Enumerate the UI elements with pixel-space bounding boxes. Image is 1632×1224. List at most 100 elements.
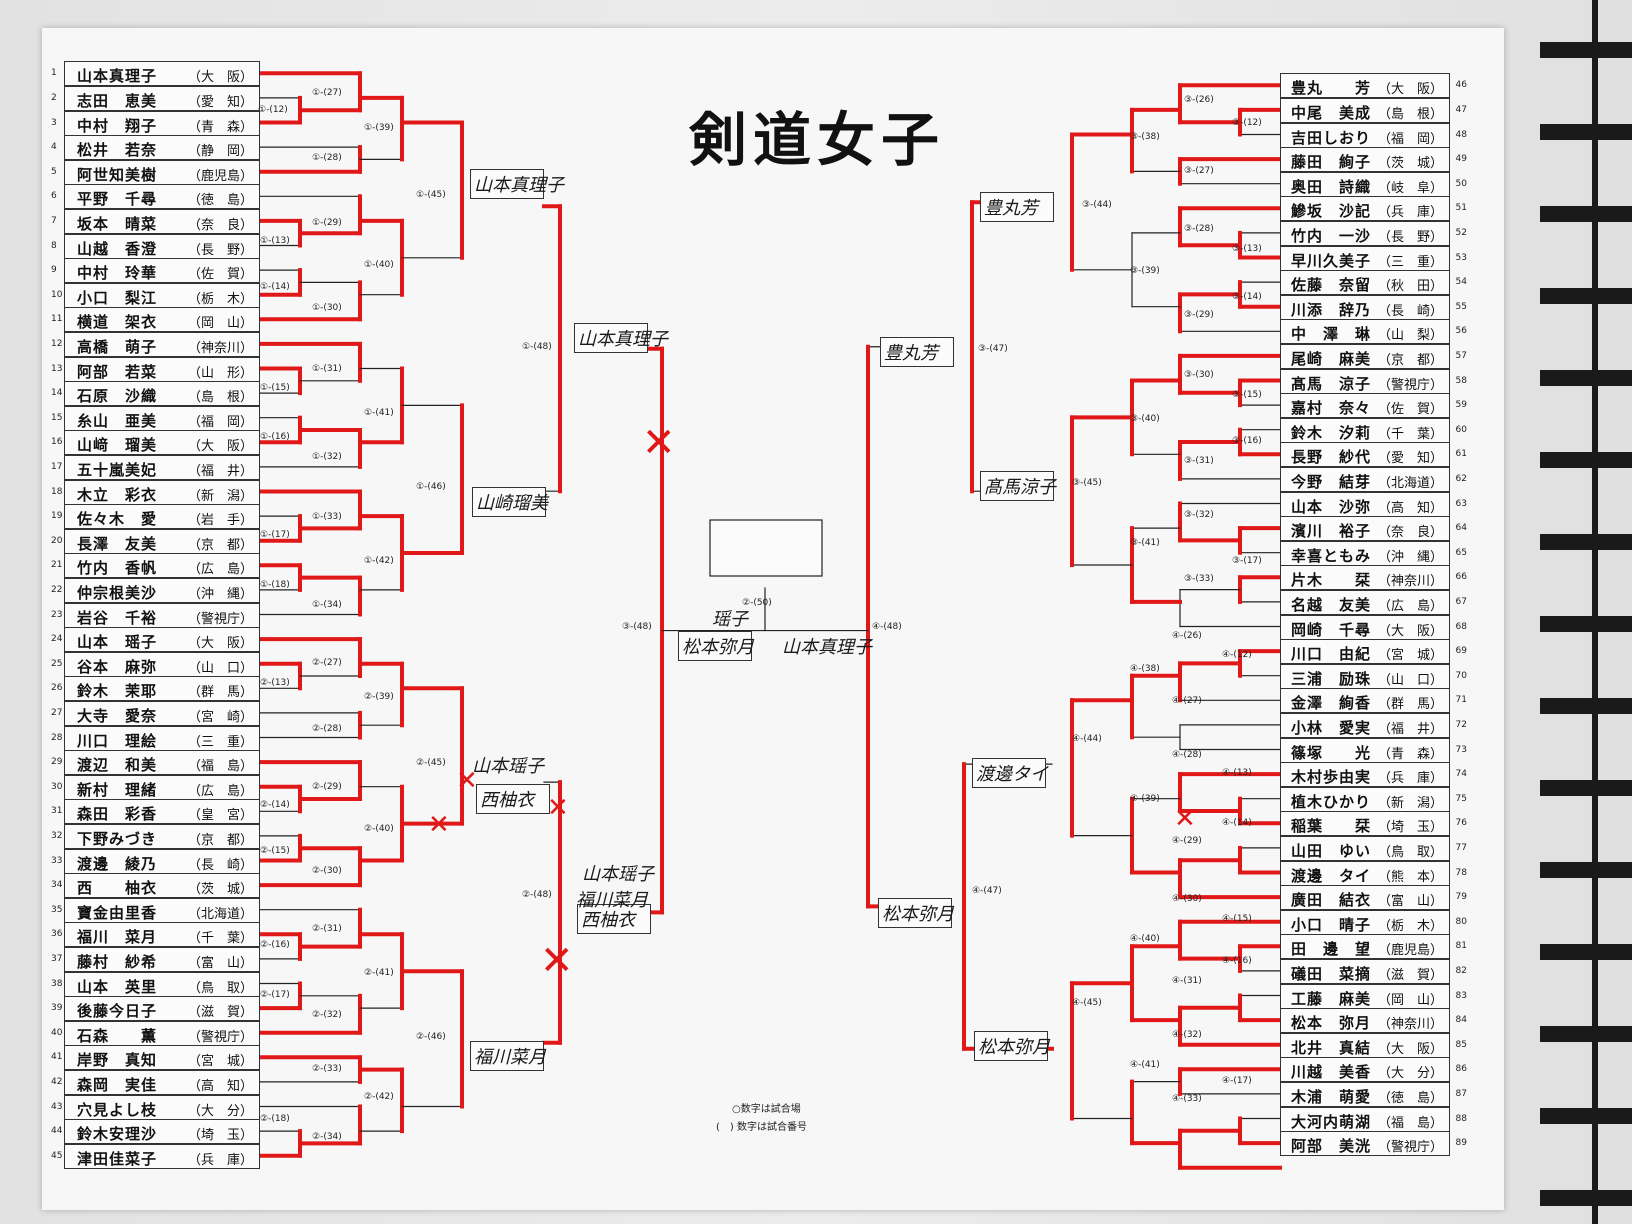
prefecture: （奈 良） (187, 217, 253, 233)
match-label: ②-(31) (312, 924, 342, 934)
entry-number: 19 (51, 511, 63, 522)
entry-number: 38 (51, 978, 63, 989)
entry-number: 49 (1455, 154, 1467, 165)
prefecture: （北海道） (1377, 475, 1443, 491)
wall-stripe (1540, 288, 1632, 304)
match-label: ④-(47) (972, 886, 1002, 896)
prefecture: （警視庁） (1377, 377, 1443, 393)
entry-number: 16 (51, 437, 63, 448)
entry-number: 22 (51, 584, 63, 595)
player-name: 谷本 麻弥 (77, 657, 158, 676)
player-name: 髙馬 涼子 (1291, 374, 1372, 393)
player-name: 糸山 亜美 (77, 411, 158, 430)
prefecture: （宮 崎） (187, 709, 253, 725)
prefecture: （大 阪） (1377, 82, 1443, 98)
match-label: ①-(32) (312, 452, 342, 462)
wall-stripes (1540, 0, 1632, 1224)
match-label: ②-(28) (312, 724, 342, 734)
player-name: 木浦 萌愛 (1291, 1087, 1372, 1106)
player-name: 鈴木 茉耶 (77, 682, 158, 701)
player-name: 森田 彩香 (77, 805, 158, 824)
entry-number: 29 (51, 757, 63, 768)
prefecture: （群 馬） (1377, 697, 1443, 713)
player-name: 渡邊 タイ (1291, 866, 1372, 885)
player-name: 藤田 絢子 (1291, 153, 1372, 172)
wall-stripe (1540, 42, 1632, 58)
player-name: 長澤 友美 (77, 534, 158, 553)
match-label: ②-(39) (364, 692, 394, 702)
player-name: 川添 辞乃 (1291, 300, 1372, 319)
player-name: 松井 若奈 (77, 141, 158, 160)
match-label: ①-(30) (312, 303, 342, 313)
match-label: ②-(16) (260, 940, 290, 950)
prefecture: （山 形） (187, 365, 253, 381)
match-label: ②-(46) (416, 1032, 446, 1042)
match-label: ④-(26) (1172, 631, 1202, 641)
entry-number: 11 (51, 314, 63, 325)
match-label: ③-(15) (1232, 390, 1262, 400)
prefecture: （岡 山） (1377, 992, 1443, 1008)
player-name: 山本 沙弥 (1291, 497, 1372, 516)
player-name: 竹内 香帆 (77, 559, 158, 578)
match-label: ③-(16) (1232, 436, 1262, 446)
prefecture: （滋 賀） (1377, 967, 1443, 983)
player-name: 中 澤 琳 (1291, 325, 1372, 344)
match-label: ④-(39) (1130, 794, 1160, 804)
match-label: ①-(39) (364, 123, 394, 133)
entry-number: 55 (1455, 301, 1467, 312)
entry-number: 54 (1455, 277, 1467, 288)
match-label: ②-(42) (364, 1092, 394, 1102)
prefecture: （徳 島） (1377, 1090, 1443, 1106)
match-label: ④-(38) (1130, 664, 1160, 674)
player-name: 小口 晴子 (1291, 915, 1372, 934)
prefecture: （愛 知） (187, 94, 253, 110)
entry-number: 56 (1455, 326, 1467, 337)
player-name: 鈴木 汐莉 (1291, 423, 1372, 442)
prefecture: （福 岡） (187, 414, 253, 430)
entry-number: 88 (1455, 1113, 1467, 1124)
player-name: 今野 結芽 (1291, 472, 1372, 491)
match-label: ①-(27) (312, 88, 342, 98)
player-name: 新村 理緒 (77, 780, 158, 799)
entry-number: 30 (51, 781, 63, 792)
entry-number: 87 (1455, 1088, 1467, 1099)
prefecture: （鹿児島） (187, 168, 253, 184)
entry-number: 89 (1455, 1138, 1467, 1149)
handwritten-name: 瑶子 (712, 608, 748, 630)
prefecture: （大 阪） (187, 636, 253, 652)
player-name: 豊丸 芳 (1291, 79, 1372, 98)
entry-87: 87 木浦 萌愛 （徳 島） (1280, 1081, 1467, 1107)
match-label: ④-(14) (1222, 818, 1252, 828)
entry-number: 57 (1455, 350, 1467, 361)
prefecture: （大 分） (1377, 1066, 1443, 1082)
prefecture: （沖 縄） (1377, 549, 1443, 565)
player-name: 平野 千尋 (77, 190, 158, 209)
winner-box (980, 471, 1054, 502)
entry-number: 33 (51, 855, 63, 866)
entry-number: 81 (1455, 941, 1467, 952)
player-name: 川越 美香 (1291, 1063, 1372, 1082)
prefecture: （広 島） (187, 562, 253, 578)
entry-number: 48 (1455, 129, 1467, 140)
match-label: ④-(13) (1222, 768, 1252, 778)
entry-number: 68 (1455, 621, 1467, 632)
player-name: 志田 恵美 (77, 91, 158, 110)
wall-stripe (1540, 1190, 1632, 1206)
prefecture: （富 山） (1377, 894, 1443, 910)
winner-name: 松本弥月 (682, 636, 754, 658)
player-name: 工藤 麻美 (1291, 989, 1372, 1008)
cross-mark: ✕ (642, 420, 676, 466)
bracket-lines (258, 71, 1282, 1170)
player-name: 竹内 一沙 (1291, 226, 1372, 245)
